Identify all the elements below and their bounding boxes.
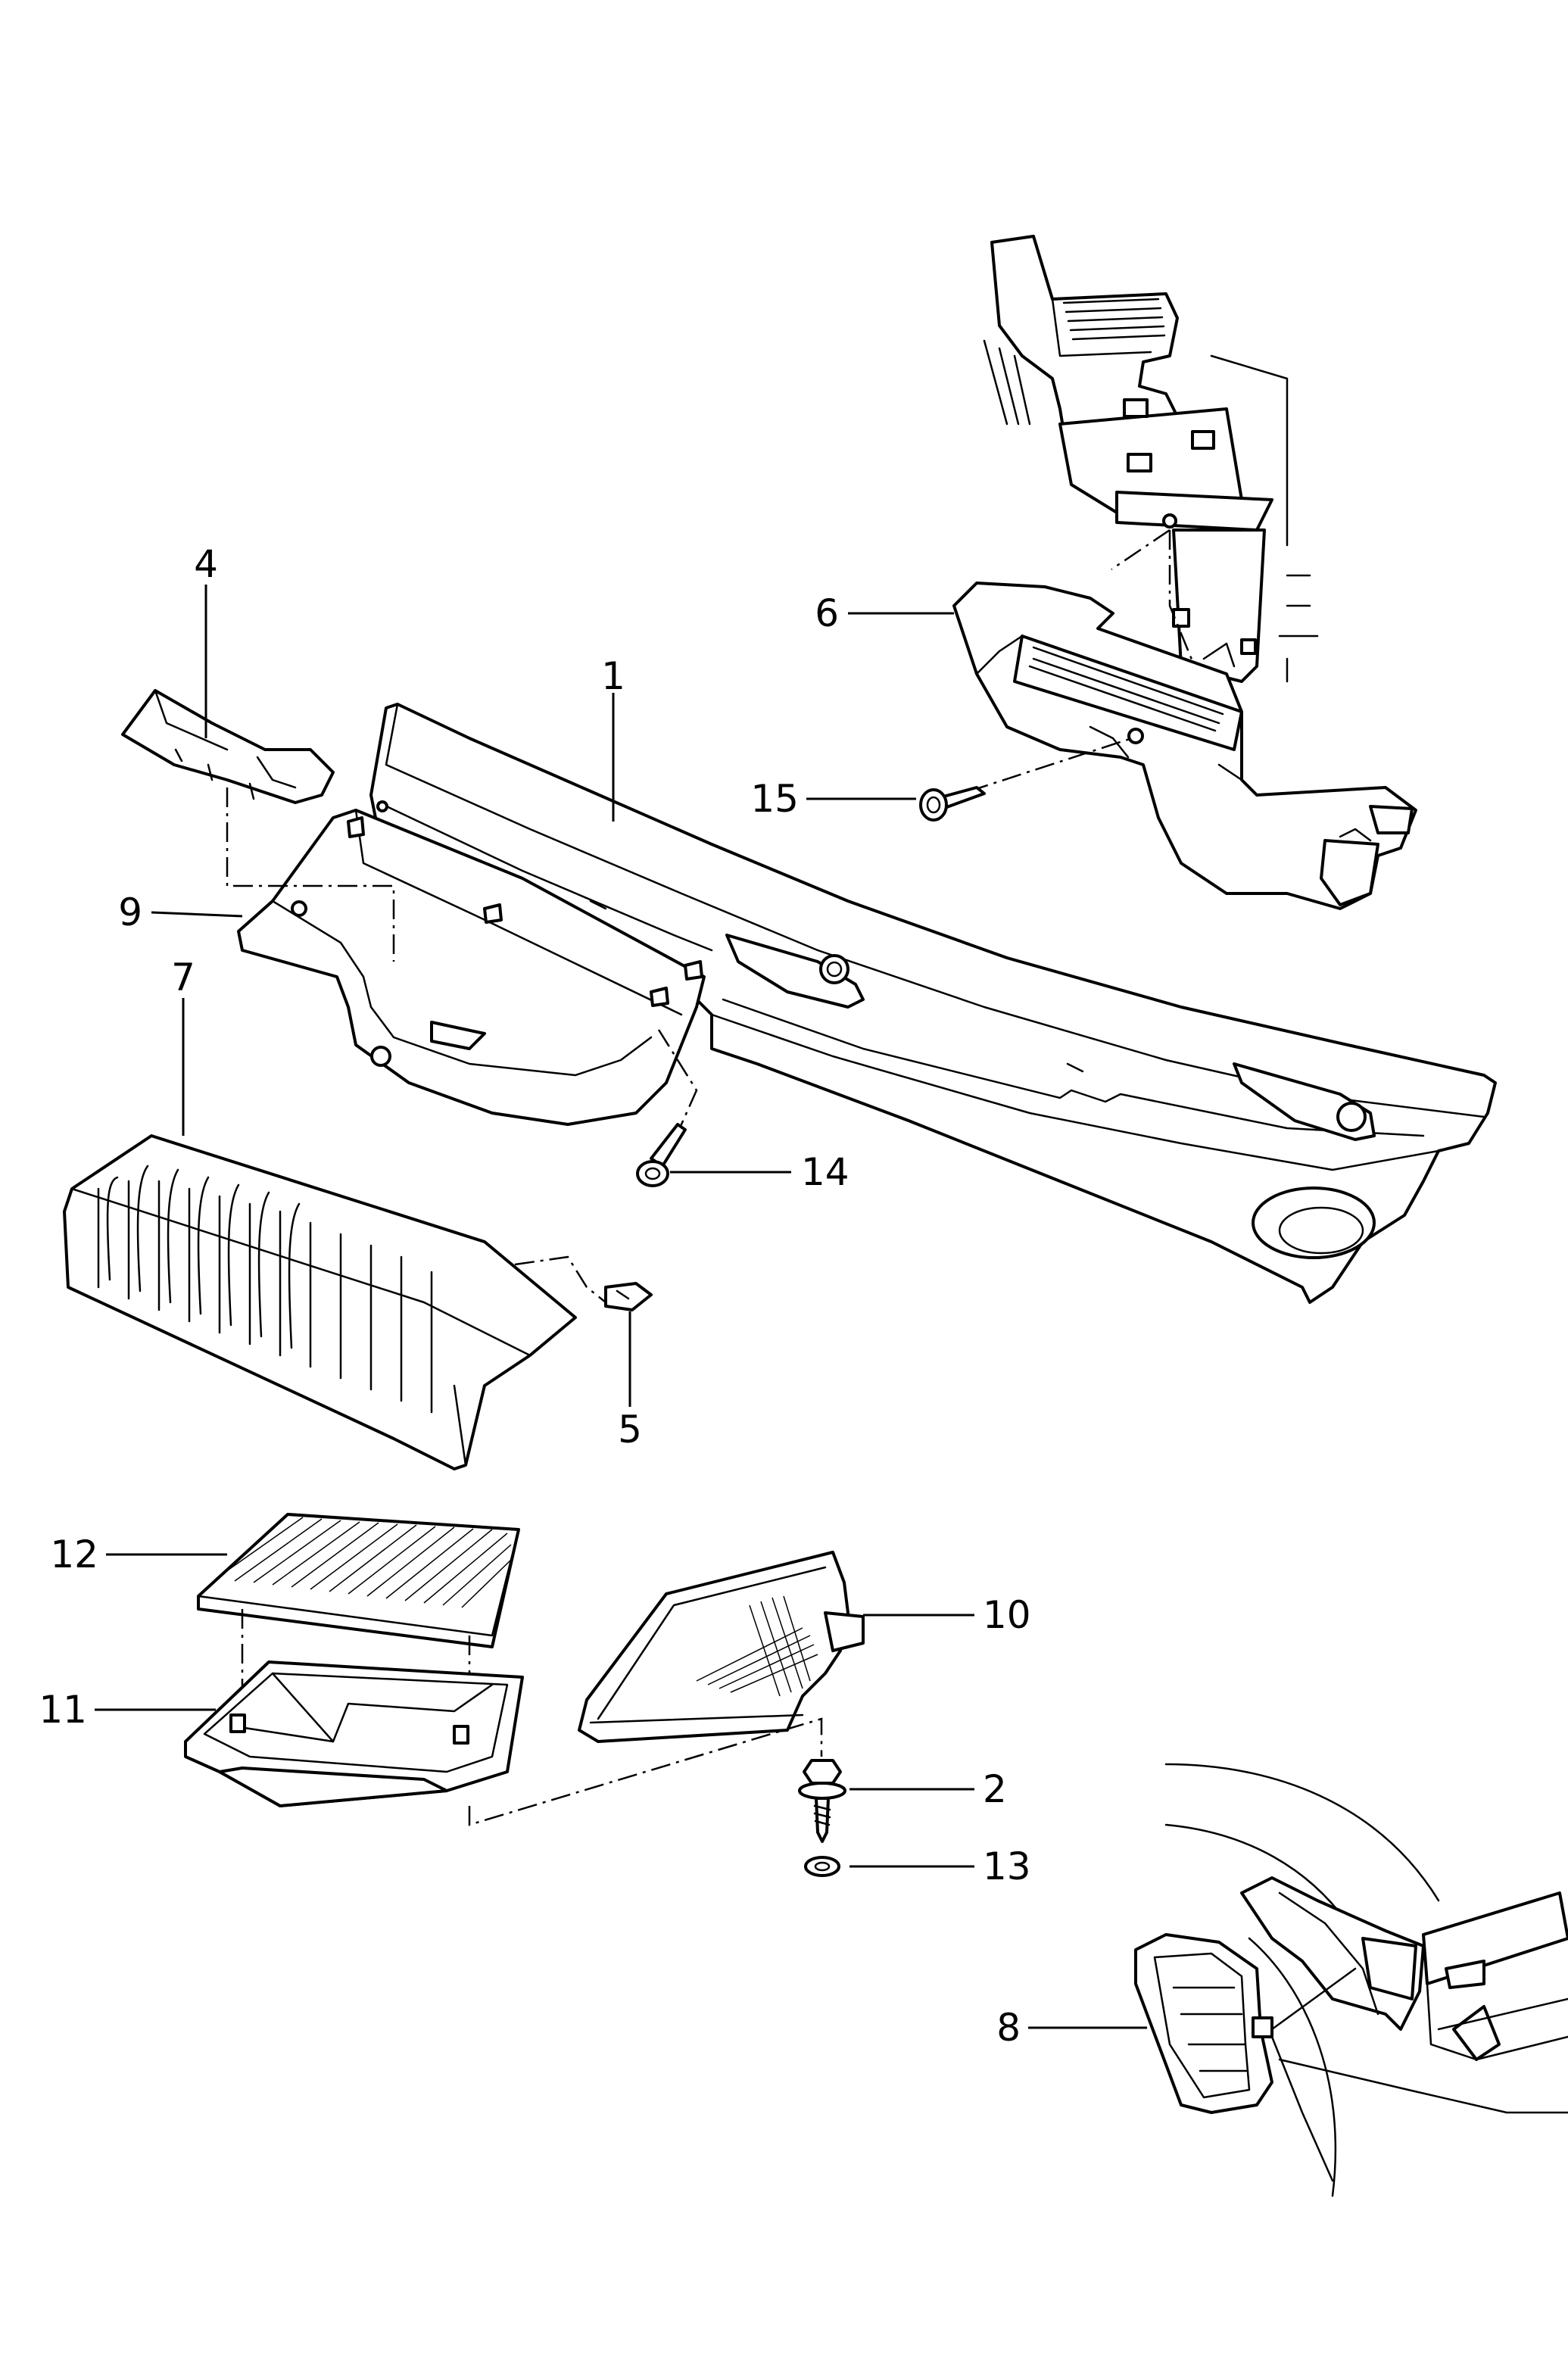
callout-5: 5 [618, 1408, 642, 1452]
callout-10: 10 [983, 1593, 1031, 1637]
part-grille-cover [1134, 1933, 1357, 2182]
part-water-deflector [237, 809, 706, 1126]
part-filter-housing [184, 1660, 524, 1807]
duct-installed-context [983, 235, 1319, 683]
part-screw-14 [636, 1123, 687, 1187]
part-washer [804, 1856, 840, 1877]
callout-11: 11 [39, 1688, 87, 1732]
part-ribbed-cover [63, 1134, 577, 1470]
dash-cover-strip [226, 787, 395, 962]
callout-13: 13 [983, 1844, 1031, 1888]
callout-15: 15 [750, 777, 799, 821]
part-screw-15 [919, 786, 986, 822]
callout-2: 2 [983, 1767, 1007, 1811]
callout-14: 14 [801, 1150, 849, 1194]
part-clip-5 [604, 1282, 653, 1311]
dash-duct-upper [1111, 529, 1171, 571]
callout-8: 8 [996, 2006, 1021, 2050]
callout-labels: 1 2 4 5 6 7 8 9 10 11 12 13 14 15 [39, 542, 1030, 2050]
dash-duct-lower [1168, 530, 1205, 690]
part-cover-strip [121, 689, 335, 804]
part-screw-2 [798, 1759, 846, 1843]
callout-1: 1 [601, 654, 625, 698]
callout-6: 6 [815, 591, 839, 635]
part-air-duct [952, 582, 1417, 910]
leader-lines [95, 585, 1147, 2029]
callout-12: 12 [50, 1533, 98, 1576]
part-filter-cover [578, 1551, 865, 1743]
dash-screw-15 [968, 737, 1133, 793]
callout-9: 9 [118, 890, 142, 934]
dash-filter-screw [468, 1717, 823, 1826]
dash-clip-5 [514, 1255, 606, 1303]
callout-4: 4 [194, 542, 218, 586]
part-pollen-filter [197, 1513, 520, 1648]
car-body-context [1164, 1763, 1568, 2197]
callout-7: 7 [171, 956, 195, 999]
